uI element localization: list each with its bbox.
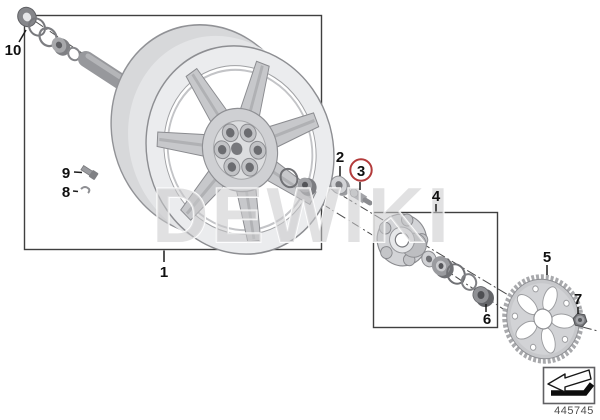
hub-carrier-assembly [376, 213, 494, 307]
callout-3-label: 3 [357, 163, 365, 180]
pin-part-3 [349, 188, 373, 206]
callout-2: 2 [336, 149, 344, 176]
callout-8: 8 [62, 184, 79, 201]
callout-4-label: 4 [432, 188, 441, 205]
callout-10-label: 10 [5, 42, 22, 59]
callout-7-label: 7 [574, 291, 582, 308]
valve-parts [80, 164, 99, 194]
nut-part-7 [572, 312, 588, 328]
callout-9: 9 [62, 165, 83, 182]
watermark: DEWIKI [152, 171, 452, 259]
wheel-hub [201, 107, 279, 193]
chain-sprocket [502, 274, 584, 364]
rear-wheel [110, 24, 335, 255]
highlight-circle [349, 158, 373, 182]
callout-6: 6 [483, 304, 491, 328]
callout-3: 3 [349, 158, 373, 190]
washer-part-2 [330, 175, 351, 196]
callout-9-label: 9 [62, 165, 70, 182]
callout-1: 1 [160, 250, 168, 281]
diagram-number: 445745 [554, 405, 594, 417]
callout-5: 5 [543, 249, 551, 275]
hub-group-box [372, 211, 499, 329]
bushing-part-6 [472, 286, 494, 307]
callout-7: 7 [574, 291, 582, 314]
callout-8-label: 8 [62, 184, 70, 201]
callout-2-label: 2 [336, 149, 344, 166]
callout-1-label: 1 [160, 264, 168, 281]
callout-4: 4 [432, 188, 441, 212]
riding-direction-legend: 445745 [542, 366, 596, 417]
callout-10: 10 [5, 29, 27, 59]
callout-6-label: 6 [483, 311, 491, 328]
callout-5-label: 5 [543, 249, 551, 266]
riding-direction-arrow-icon [547, 369, 595, 396]
